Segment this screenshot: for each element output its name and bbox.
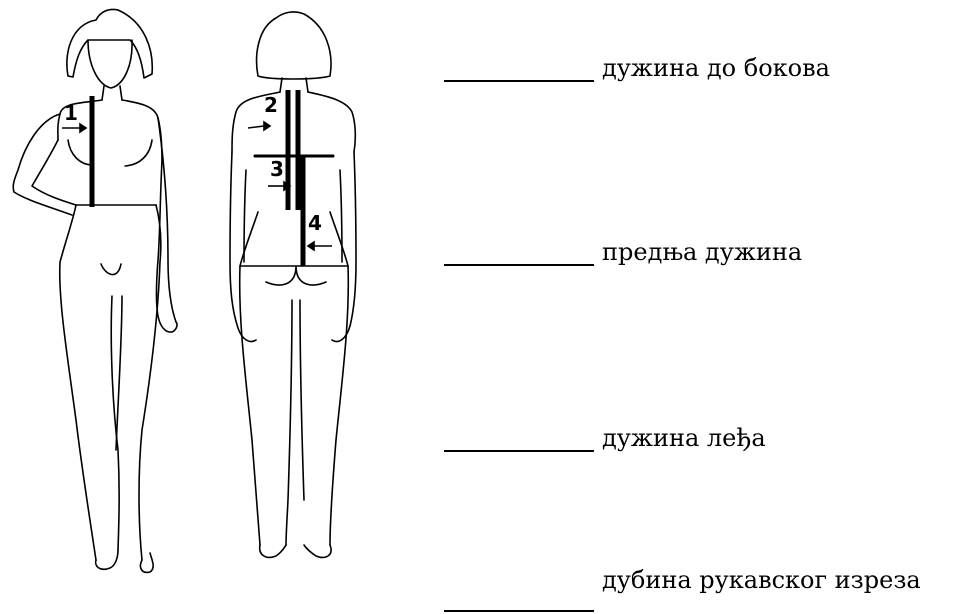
answer-blank[interactable] (444, 450, 594, 452)
arrow-right-icon (248, 122, 270, 130)
matching-item: дужина до бокова (0, 52, 954, 92)
matching-item: предња дужина (0, 236, 954, 276)
back-number-3: 3 (270, 157, 284, 181)
answer-blank[interactable] (444, 264, 594, 266)
arrow-right-icon (62, 124, 86, 132)
matching-label: предња дужина (602, 238, 802, 266)
matching-label: дужина леђа (602, 424, 766, 452)
answer-blank[interactable] (444, 80, 594, 82)
arrow-right-icon (268, 182, 290, 190)
back-number-2: 2 (264, 93, 278, 117)
answer-blank[interactable] (444, 610, 594, 612)
matching-item: дужина леђа (0, 422, 954, 462)
back-number-4: 4 (308, 211, 322, 235)
front-figure (13, 9, 177, 572)
matching-label: дужина до бокова (602, 54, 830, 82)
back-figure (230, 12, 356, 557)
matching-label: дубина рукавског изреза (602, 566, 921, 594)
front-number-1: 1 (64, 101, 78, 125)
matching-item: дубина рукавског изреза (0, 566, 954, 606)
